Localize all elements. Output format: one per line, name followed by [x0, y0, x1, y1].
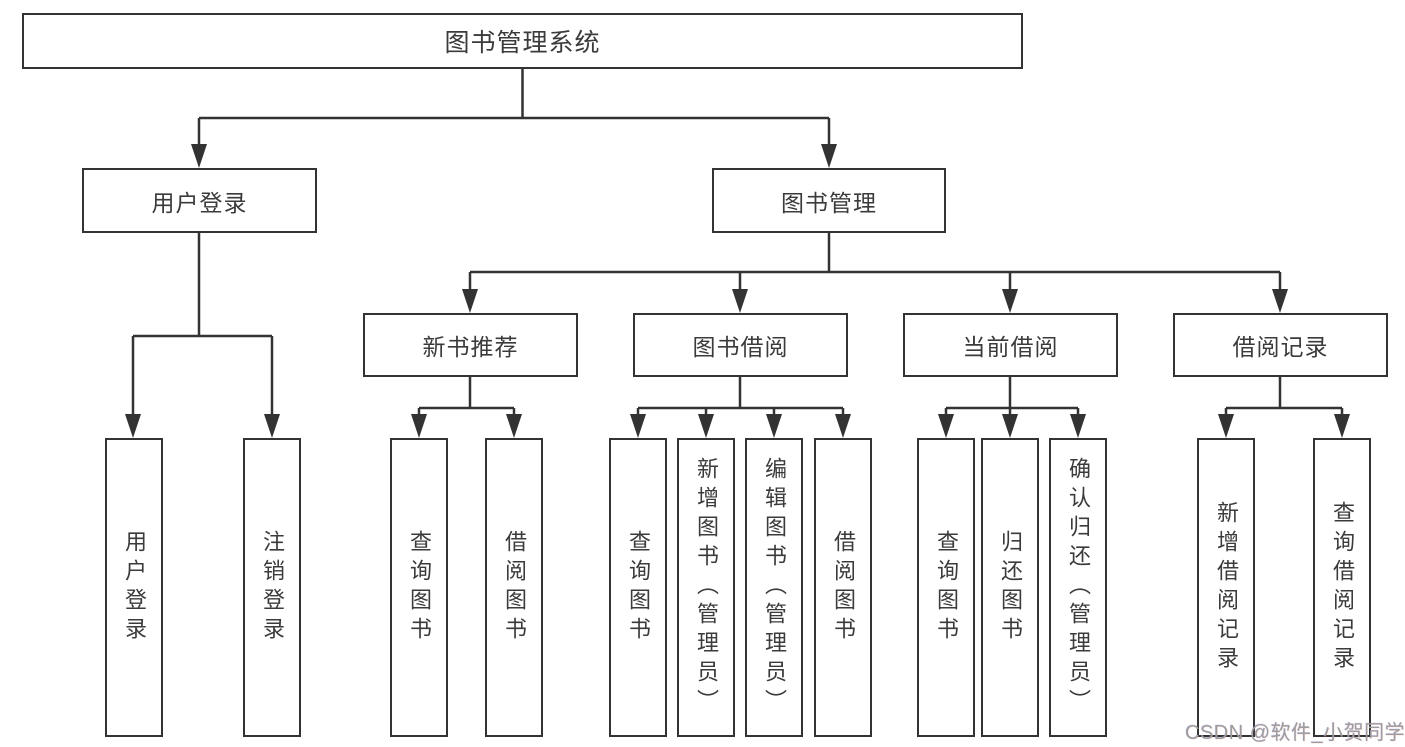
leaf-add-borrow-record: 新增借阅记录: [1197, 438, 1255, 737]
leaf-borrow-books-borrowing: 借阅图书: [814, 438, 872, 737]
leaf-edit-books-admin: 编辑图书（管理员）: [745, 438, 803, 737]
leaf-query-books-recommend: 查询图书: [390, 438, 448, 737]
leaf-query-books-current: 查询图书: [917, 438, 975, 737]
node-book-borrowing: 图书借阅: [633, 313, 848, 377]
leaf-user-login: 用户登录: [105, 438, 163, 737]
node-library-management-system: 图书管理系统: [22, 13, 1023, 69]
leaf-borrow-books-recommend: 借阅图书: [485, 438, 543, 737]
node-user-login: 用户登录: [82, 168, 317, 233]
node-current-borrowing: 当前借阅: [903, 313, 1118, 377]
node-book-management: 图书管理: [712, 168, 946, 233]
leaf-add-books-admin: 新增图书（管理员）: [677, 438, 735, 737]
node-new-book-recommendation: 新书推荐: [363, 313, 578, 377]
leaf-return-books: 归还图书: [981, 438, 1039, 737]
node-borrowing-records: 借阅记录: [1173, 313, 1388, 377]
leaf-logout: 注销登录: [243, 438, 301, 737]
leaf-query-borrow-record: 查询借阅记录: [1313, 438, 1371, 737]
watermark: CSDN @软件_小贺同学: [1185, 722, 1405, 744]
leaf-confirm-return-admin: 确认归还（管理员）: [1049, 438, 1107, 737]
leaf-query-books-borrowing: 查询图书: [609, 438, 667, 737]
